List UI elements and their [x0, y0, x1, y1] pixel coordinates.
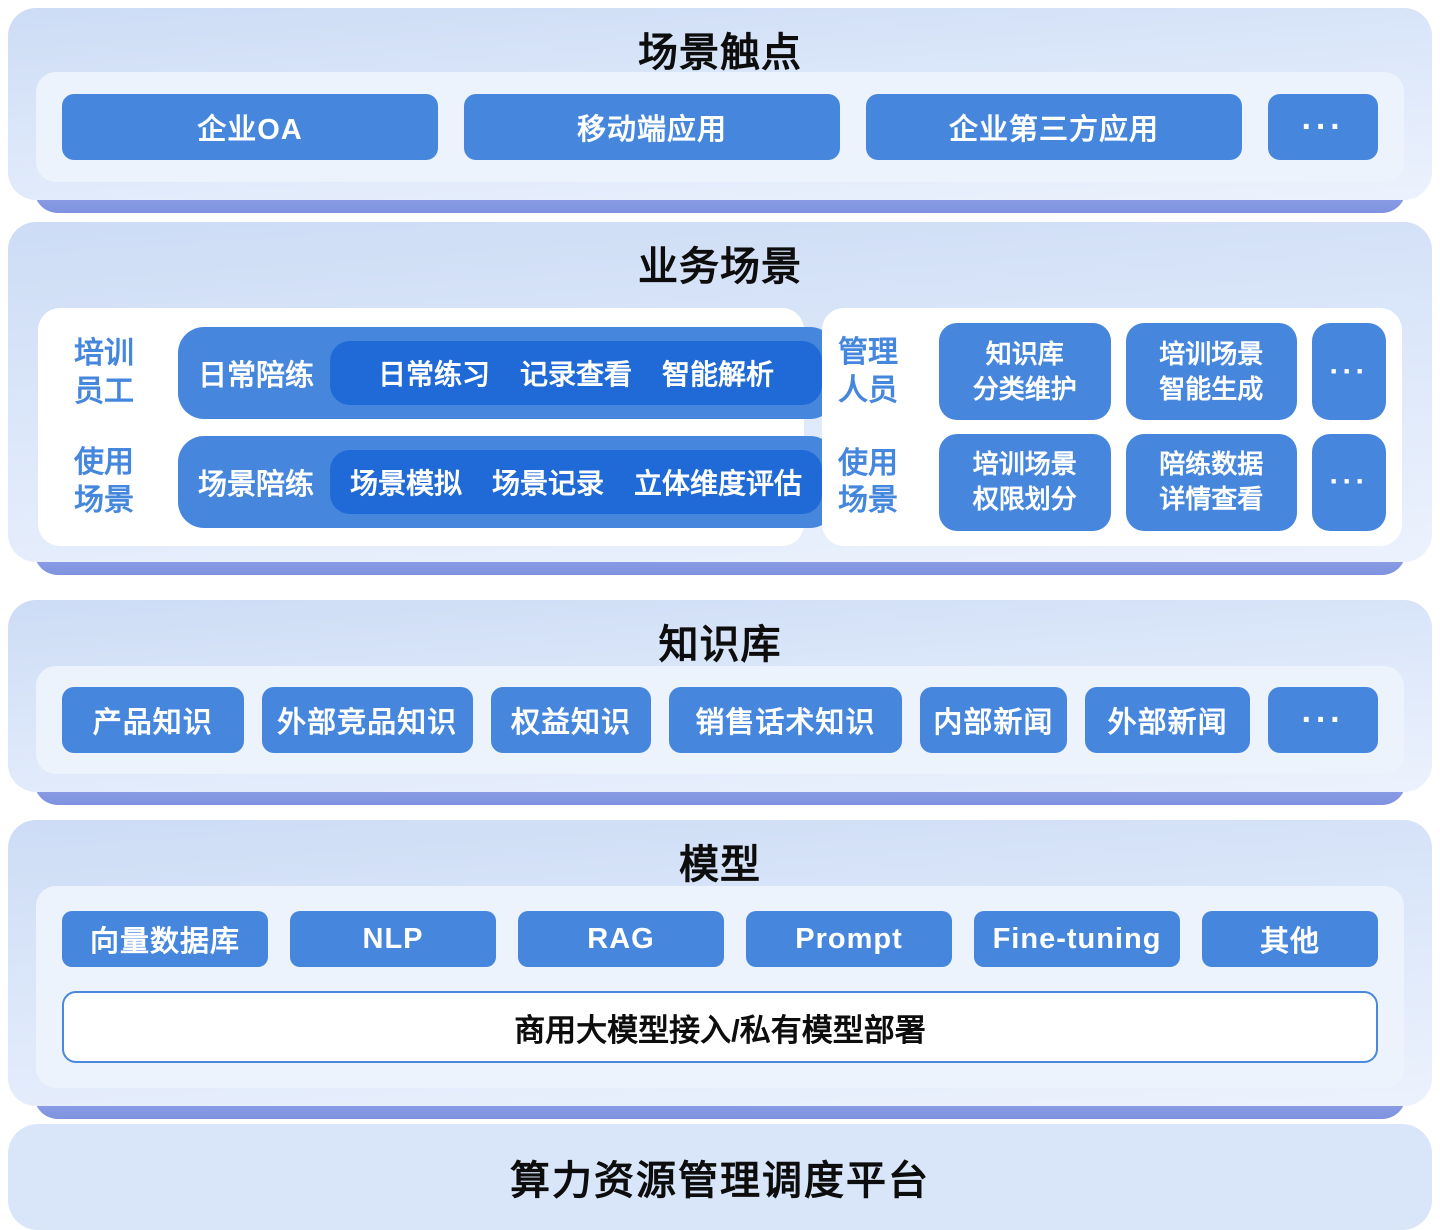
model-inner-panel: 向量数据库 NLP RAG Prompt Fine-tuning 其他 商用大模…	[36, 886, 1404, 1088]
other-block: 其他	[1202, 911, 1378, 967]
pill-item: 场景模拟	[350, 467, 463, 499]
prompt-block: Prompt	[746, 911, 952, 967]
pill-item: 记录查看	[520, 358, 633, 390]
layer-title-business: 业务场景	[638, 245, 802, 289]
compute-platform-title: 算力资源管理调度平台	[510, 1159, 930, 1203]
touchpoint-block-mobile: 移动端应用	[464, 94, 840, 160]
fine-tuning-block: Fine-tuning	[974, 911, 1180, 967]
ellipsis-icon: ···	[1312, 433, 1386, 531]
product-knowledge-block: 产品知识	[62, 687, 244, 753]
compute-platform-bar: 算力资源管理调度平台	[8, 1124, 1432, 1230]
layer-model: 模型 向量数据库 NLP RAG Prompt Fine-tuning 其他 商…	[8, 820, 1432, 1119]
pill-label: 场景陪练	[198, 468, 315, 501]
sales-script-knowledge-block: 销售话术知识	[669, 687, 902, 753]
knowledge-inner-panel: 产品知识 外部竞品知识 权益知识 销售话术知识 内部新闻 外部新闻 ···	[36, 666, 1404, 774]
layer-panel: 知识库 产品知识 外部竞品知识 权益知识 销售话术知识 内部新闻 外部新闻 ··…	[8, 600, 1432, 792]
model-components-row: 向量数据库 NLP RAG Prompt Fine-tuning 其他	[62, 911, 1378, 967]
ellipsis-icon: ···	[1268, 94, 1378, 160]
layer-title-model: 模型	[679, 843, 761, 887]
layer-business-scenarios: 业务场景 培训 员工 日常陪练 日常练习 记录查看 智能解析 使用 场景	[8, 222, 1432, 575]
layer-panel: 业务场景 培训 员工 日常陪练 日常练习 记录查看 智能解析 使用 场景	[8, 222, 1432, 562]
pill-item: 立体维度评估	[634, 467, 803, 499]
employee-scenarios-card: 培训 员工 日常陪练 日常练习 记录查看 智能解析 使用 场景 场景陪练	[38, 308, 837, 546]
nlp-block: NLP	[290, 911, 496, 967]
touchpoints-tray: 企业OA 移动端应用 企业第三方应用 ···	[36, 72, 1404, 182]
scenario-practice-items: 场景模拟 场景记录 立体维度评估	[330, 449, 823, 514]
row-label-training-staff: 培训 员工	[74, 337, 134, 408]
row-label-usage-scenario: 使用 场景	[838, 446, 898, 518]
pill-label: 日常陪练	[198, 359, 315, 392]
touchpoints-inner-panel: 企业OA 移动端应用 企业第三方应用 ···	[36, 72, 1404, 182]
competitor-knowledge-block: 外部竞品知识	[261, 687, 473, 753]
row-label-usage-scenario: 使用 场景	[74, 446, 134, 517]
touchpoint-block-oa: 企业OA	[62, 94, 438, 160]
layer-touchpoints: 场景触点 企业OA 移动端应用 企业第三方应用 ···	[8, 8, 1432, 213]
rag-block: RAG	[518, 911, 724, 967]
manager-scenarios-card: 管理 人员 知识库 分类维护 培训场景 智能生成 ··· 使用 场景 培训场景	[822, 308, 1402, 546]
layer-knowledge-base: 知识库 产品知识 外部竞品知识 权益知识 销售话术知识 内部新闻 外部新闻 ··…	[8, 600, 1432, 805]
practice-data-detail-block: 陪练数据 详情查看	[1125, 433, 1297, 531]
knowledge-tray: 产品知识 外部竞品知识 权益知识 销售话术知识 内部新闻 外部新闻 ···	[36, 666, 1404, 774]
pill-item: 场景记录	[492, 467, 605, 499]
kb-classification-block: 知识库 分类维护	[939, 323, 1111, 421]
layer-title-knowledge: 知识库	[658, 623, 782, 667]
pill-item: 日常练习	[378, 358, 491, 390]
scenario-practice-pill: 场景陪练 场景模拟 场景记录 立体维度评估	[178, 435, 837, 528]
row-label-managers: 管理 人员	[838, 336, 898, 407]
permission-division-block: 培训场景 权限划分	[939, 433, 1111, 531]
ellipsis-icon: ···	[1268, 687, 1379, 753]
daily-practice-pill: 日常陪练 日常练习 记录查看 智能解析	[178, 326, 837, 419]
pill-item: 智能解析	[662, 358, 775, 390]
layer-title-touchpoints: 场景触点	[638, 31, 802, 75]
rights-knowledge-block: 权益知识	[490, 687, 652, 753]
scenario-generation-block: 培训场景 智能生成	[1125, 323, 1297, 421]
ellipsis-icon: ···	[1312, 323, 1386, 421]
layer-panel: 场景触点 企业OA 移动端应用 企业第三方应用 ···	[8, 8, 1432, 200]
layer-panel: 模型 向量数据库 NLP RAG Prompt Fine-tuning 其他 商…	[8, 820, 1432, 1106]
llm-access-bar: 商用大模型接入/私有模型部署	[62, 991, 1378, 1063]
vector-db-block: 向量数据库	[62, 911, 268, 967]
internal-news-block: 内部新闻	[919, 687, 1068, 753]
daily-practice-items: 日常练习 记录查看 智能解析	[330, 340, 823, 405]
touchpoint-block-thirdparty: 企业第三方应用	[866, 94, 1242, 160]
external-news-block: 外部新闻	[1085, 687, 1251, 753]
